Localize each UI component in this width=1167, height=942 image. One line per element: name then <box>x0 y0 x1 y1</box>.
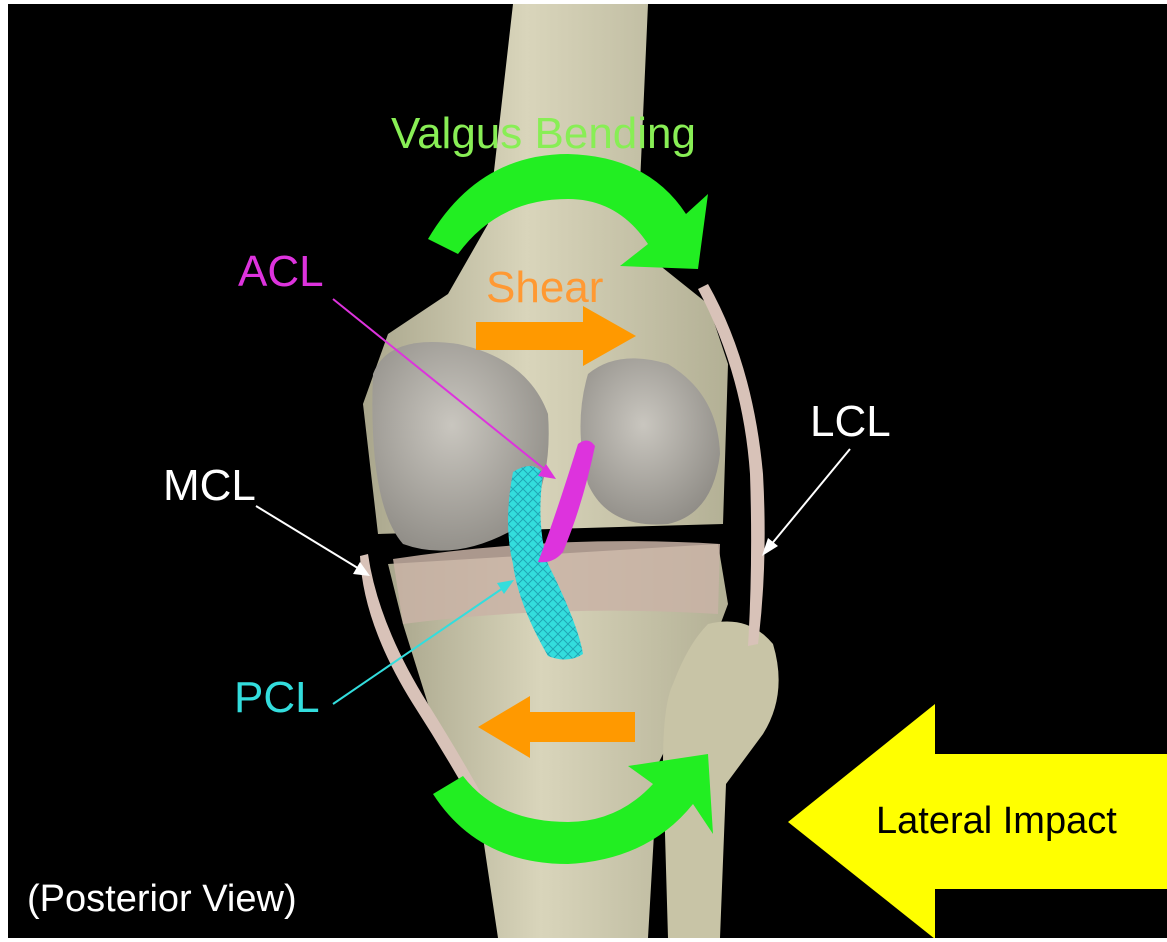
mcl-leader <box>256 506 370 576</box>
knee-diagram: Valgus Bending ACL Shear LCL MCL PCL Lat… <box>8 4 1167 938</box>
shear-label: Shear <box>486 266 603 310</box>
pcl-label: PCL <box>234 676 320 720</box>
mcl-label: MCL <box>163 464 256 508</box>
lcl-label: LCL <box>810 400 891 444</box>
lateral-impact-label: Lateral Impact <box>876 802 1117 840</box>
valgus-bending-label: Valgus Bending <box>391 112 696 156</box>
view-label: (Posterior View) <box>27 880 297 918</box>
acl-label: ACL <box>238 250 324 294</box>
lcl-leader <box>762 449 850 556</box>
